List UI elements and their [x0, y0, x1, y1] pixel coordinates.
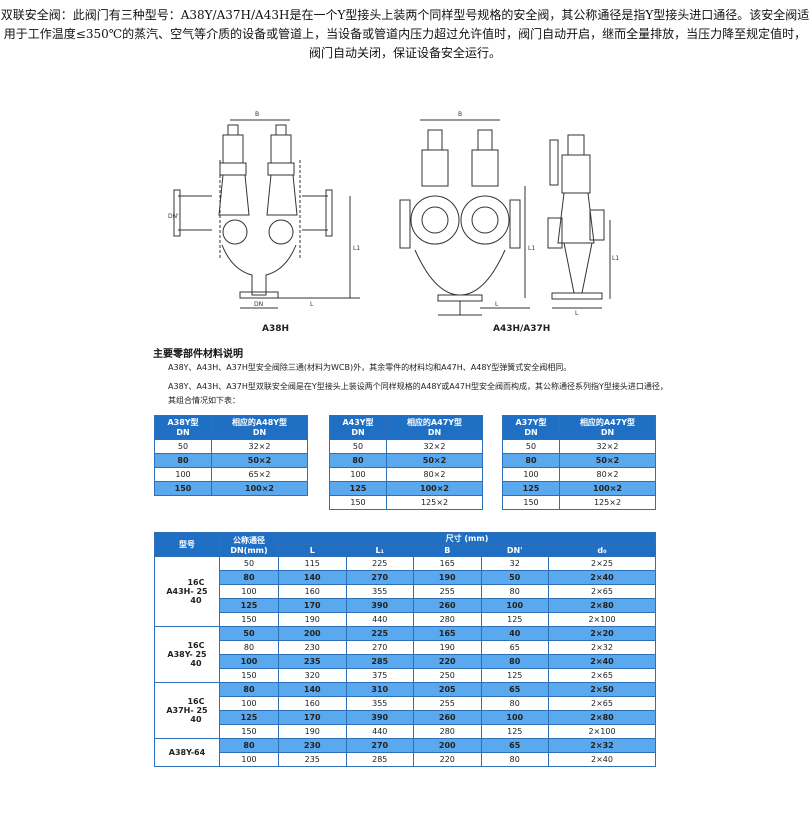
note-composition: A38Y、A43H、A37H型双联安全阀是在Y型接头上装设两个同样规格的A48Y… [168, 382, 668, 405]
drawing-a43h-a37h [399, 119, 530, 316]
caption-a38h: A38H [262, 324, 290, 334]
dim-l-label: L [310, 301, 314, 308]
model-cell: A38Y-64 [154, 738, 220, 767]
dim-b-label: B [255, 111, 259, 118]
dim-dn-label: DN [254, 301, 263, 308]
dim-l1-label-3: L1 [612, 255, 619, 262]
dim-l-label-3: L [575, 310, 579, 317]
section-title: 主要零部件材料说明 [153, 349, 243, 360]
caption-a43h-a37h: A43H/A37H [493, 324, 551, 334]
note-materials: A38Y、A43H、A37H型安全阀除三通(材料为WCB)外，其余零件的材料均和… [168, 363, 572, 372]
dim-l-label-2: L [495, 301, 499, 308]
dim-l1-label-2: L1 [528, 245, 535, 252]
drawing-a38h [173, 119, 360, 309]
drawing-side-view [547, 134, 611, 309]
dim-dn2-label: DN' [168, 213, 179, 220]
dim-b-label-2: B [458, 111, 462, 118]
col-size: 尺寸 (mm) [278, 532, 656, 545]
dim-l1-label: L1 [353, 245, 360, 252]
valve-technical-drawings: B DN' L1 DN L B L1 L L1 L [168, 111, 619, 317]
intro-paragraph: 双联安全阀：此阀门有三种型号：A38Y/A37H/A43H是在一个Y型接头上装两… [0, 8, 810, 60]
col-model: 型号 [154, 532, 220, 557]
